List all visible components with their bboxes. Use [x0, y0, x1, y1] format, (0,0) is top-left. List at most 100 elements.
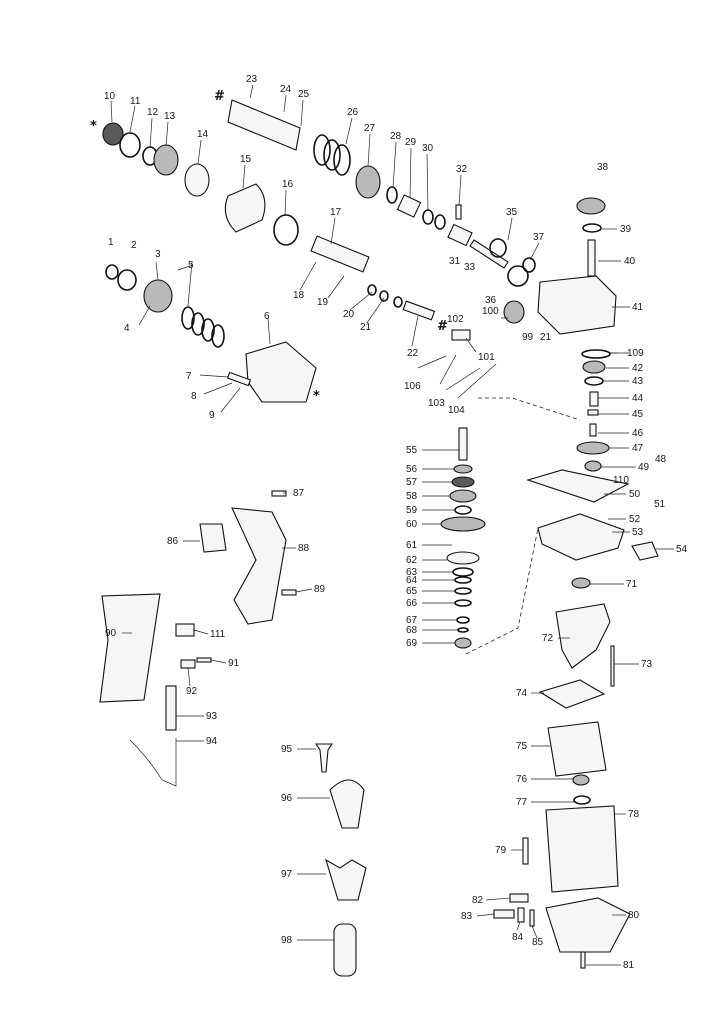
sleeve-shape [165, 685, 177, 731]
ring-shape [489, 238, 507, 258]
part-label: 53 [632, 527, 644, 538]
part-label: 84 [512, 932, 524, 943]
part-label: 54 [676, 544, 688, 555]
star-marker: * [313, 389, 320, 404]
part-label: 98 [281, 935, 293, 946]
bearing-shape [453, 464, 473, 474]
ring-shape [582, 223, 602, 233]
ring-shape [386, 186, 398, 204]
handle-shape [99, 593, 161, 703]
ring-shape [584, 376, 604, 386]
block-shape [493, 909, 515, 919]
part-label: 41 [632, 302, 644, 313]
screw-shape [196, 657, 212, 663]
spring-shape [454, 599, 472, 607]
gear-shape [503, 300, 525, 324]
ring-shape [454, 576, 472, 584]
part-label: 67 [406, 615, 418, 626]
part-label: 96 [281, 793, 293, 804]
part-label: 111 [210, 629, 226, 640]
part-label: 14 [197, 129, 209, 140]
gasket-shape [526, 469, 630, 503]
spring-shape [181, 306, 195, 330]
ring-shape [522, 257, 536, 273]
part-label: 80 [628, 910, 640, 921]
part-label: 81 [623, 960, 635, 971]
screw-shape [271, 490, 287, 497]
ring-shape [184, 163, 210, 197]
spring-shape [333, 144, 351, 176]
ring-shape [454, 505, 472, 515]
part-label: 85 [532, 937, 544, 948]
bearing-shape [571, 577, 591, 589]
part-label: 13 [164, 111, 176, 122]
part-label: 104 [448, 405, 465, 416]
part-label: 33 [464, 262, 476, 273]
part-label: 3 [155, 249, 161, 260]
part-label: 88 [298, 543, 310, 554]
bearing-shape [449, 489, 477, 503]
part-label: 48 [655, 454, 667, 465]
part-label: 77 [516, 797, 528, 808]
part-label: 7 [186, 371, 192, 382]
bearing-shape [572, 774, 590, 786]
pin-shape [589, 423, 597, 437]
part-label: 57 [406, 477, 418, 488]
cylinder-shape [143, 279, 173, 313]
part-label: 110 [613, 475, 629, 486]
ring-shape [422, 209, 434, 225]
leader-lines [110, 84, 674, 966]
handle-shape [231, 507, 287, 625]
part-label: 12 [147, 107, 159, 118]
part-label: 25 [298, 89, 310, 100]
part-label: 89 [314, 584, 326, 595]
part-label: 37 [533, 232, 545, 243]
part-label: 18 [293, 290, 305, 301]
ring-shape [452, 567, 474, 577]
part-label: 15 [240, 154, 252, 165]
part-label: 16 [282, 179, 294, 190]
part-label: 29 [405, 137, 417, 148]
part-label: 72 [542, 633, 554, 644]
part-label: 47 [632, 443, 644, 454]
part-label: 40 [624, 256, 636, 267]
ring-shape [573, 795, 591, 805]
housing-shape [245, 341, 317, 403]
gear-shape [355, 165, 381, 199]
spring-shape [454, 587, 472, 595]
cylinder-shape [224, 183, 266, 233]
spring-shape [589, 391, 599, 407]
screw-shape [226, 371, 252, 387]
part-label: 93 [206, 711, 218, 722]
spring-shape [313, 134, 331, 166]
rod-shape [469, 239, 509, 269]
part-label: 4 [124, 323, 130, 334]
shaft-shape [458, 427, 468, 461]
gear-shape [576, 441, 610, 455]
ring-shape [456, 616, 470, 624]
part-label: 21 [360, 322, 372, 333]
part-label: 58 [406, 491, 418, 502]
part-label: 38 [597, 162, 609, 173]
cover-shape [545, 897, 631, 953]
part-label: 109 [627, 348, 644, 359]
part-label: 99 [522, 332, 534, 343]
part-label: 26 [347, 107, 359, 118]
plate-shape [537, 513, 625, 561]
bearing-shape [582, 360, 606, 374]
screw-shape [580, 951, 586, 969]
part-label: 71 [626, 579, 638, 590]
part-label: 31 [449, 256, 461, 267]
part-label: 106 [404, 381, 421, 392]
ring-shape [119, 132, 141, 158]
shaft-shape [587, 239, 596, 277]
part-label: 10 [104, 91, 116, 102]
screw-shape [314, 743, 334, 773]
bearing-shape [454, 637, 472, 649]
part-label: 39 [620, 224, 632, 235]
part-shapes [99, 99, 659, 977]
cord-shape [129, 738, 177, 787]
part-label: 30 [422, 143, 434, 154]
gear-shape [440, 516, 486, 532]
ring-shape [367, 284, 377, 296]
